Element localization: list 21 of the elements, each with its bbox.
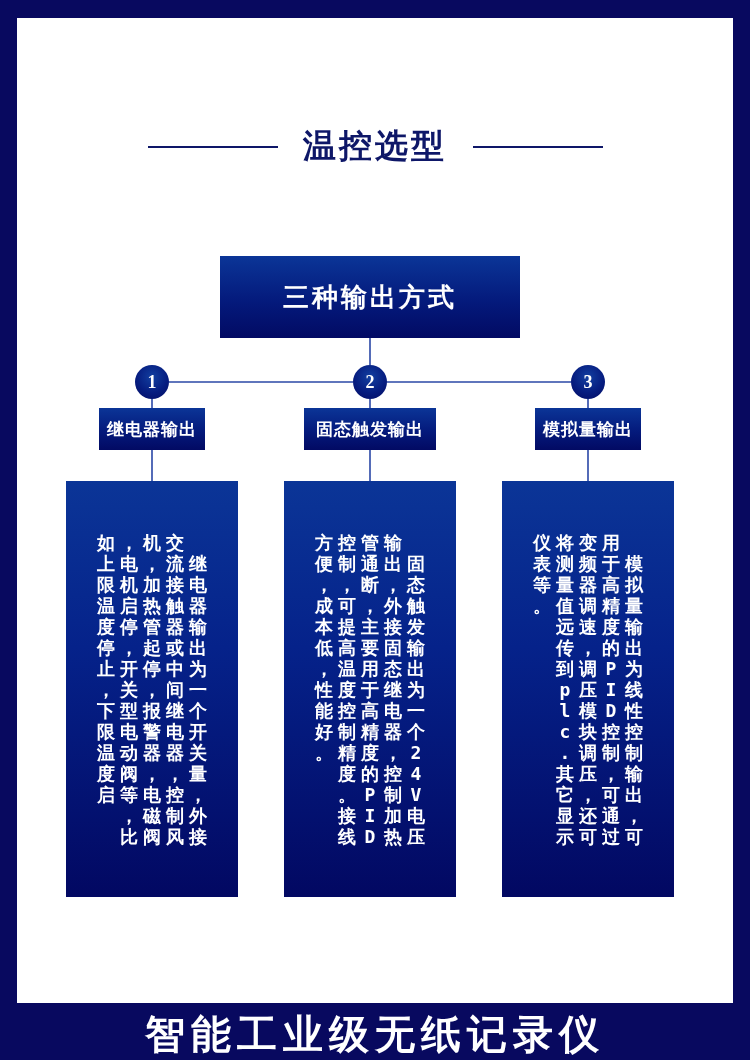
connector-line [369,398,371,409]
category-header: 固态触发输出 [304,408,436,450]
connector-line [369,337,371,366]
category-header: 模拟量输出 [535,408,641,450]
body-text: 模拟量输出为线性控制输出，可用于高精度的PID控制，可通过变频器调速，调压模块调压，还可将测量值远传到plc.其它显示仪表等。 [533,532,643,847]
text-panel [502,481,674,897]
connector-line [386,381,572,383]
connector-line [587,398,589,409]
text-panel [66,481,238,897]
footer-title: 智能工业级无纸记录仪 [145,1011,605,1057]
body-text: 固态触发输出为一个24V电压输出，外接固态继电器，控制加热管通断，主要用于高精度的PID控制，可提高温度控制精度。接线方便，成本低，性能好。 [315,532,425,847]
connector-line [369,449,371,482]
connector-line [168,381,354,383]
body-text: 继电器输出为一个开关量，外接交流接触器或中间继电器，控制风机，加热管起停，报警器，电磁阀，电机启停，开关型电动阀等，比如上限温度停止，下限温度启 [97,532,207,847]
connector-line [151,398,153,409]
category-header: 继电器输出 [99,408,205,450]
topic-header: 三种输出方式 [220,256,520,338]
text-panel [284,481,456,897]
connector-line [587,449,589,482]
connector-line [151,449,153,482]
title: 温控选型 [303,125,447,167]
